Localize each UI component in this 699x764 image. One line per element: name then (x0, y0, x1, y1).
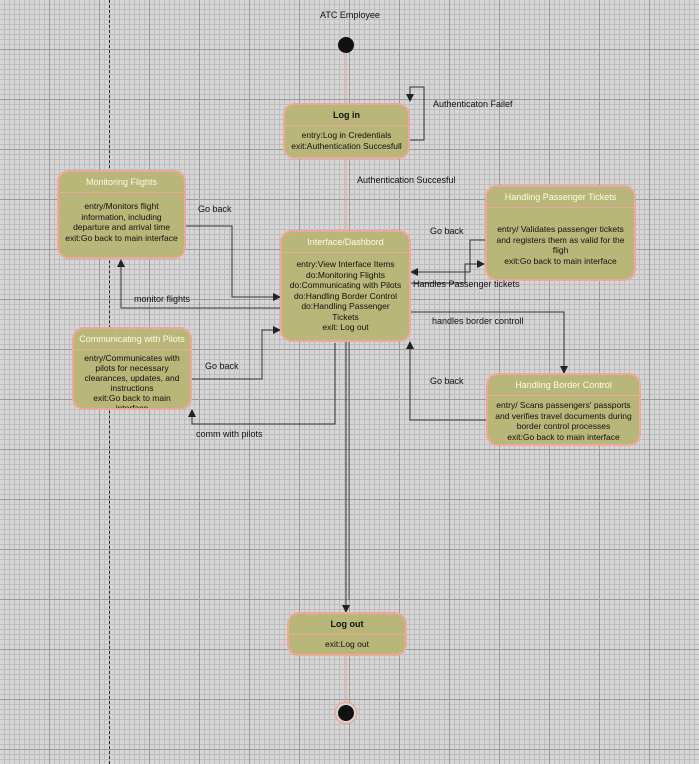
state-monitoring-flights[interactable]: Monitoring Flights entry/Monitors flight… (57, 170, 186, 259)
state-communicating-with-pilots-title: Communicating with Pilots (74, 329, 190, 350)
state-interface-dashboard-title: Interface/Dashbord (282, 232, 409, 253)
state-log-out-body: exit:Log out (325, 639, 369, 649)
label-border-go-back: Go back (430, 376, 464, 386)
label-comm-with-pilots: comm with pilots (196, 429, 263, 439)
label-tickets-go-back: Go back (430, 226, 464, 236)
state-handling-passenger-tickets-title: Handling Passenger Tickets (487, 187, 634, 208)
state-log-out-title: Log out (289, 614, 405, 635)
label-handles-border: handles border controll (432, 316, 524, 326)
label-auth-success: Authentication Succesful (357, 175, 456, 185)
state-log-in-title: Log in (285, 105, 408, 126)
label-handles-tickets: Handles Passenger tickets (413, 279, 520, 289)
swimlane-title: ATC Employee (320, 10, 380, 20)
label-monitor-flights: monitor flights (134, 294, 191, 304)
state-interface-dashboard-body: entry:View Interface Items do:Monitoring… (289, 259, 402, 332)
state-handling-passenger-tickets-body: entry/ Validates passenger tickets and r… (496, 224, 625, 266)
state-interface-dashboard[interactable]: Interface/Dashbord entry:View Interface … (280, 230, 411, 342)
state-log-in-body: entry:Log in Credentials exit:Authentica… (291, 130, 402, 151)
state-communicating-with-pilots[interactable]: Communicating with Pilots entry/Communic… (72, 327, 192, 410)
wire-comm-with-pilots (188, 343, 336, 425)
state-log-out[interactable]: Log out exit:Log out (287, 612, 407, 656)
state-handling-passenger-tickets[interactable]: Handling Passenger Tickets entry/ Valida… (485, 185, 636, 281)
state-log-in[interactable]: Log in entry:Log in Credentials exit:Aut… (283, 103, 410, 159)
wire-auth-failed (405, 86, 425, 141)
wire-handles-tickets (411, 260, 485, 284)
label-pilots-go-back: Go back (205, 361, 239, 371)
initial-node[interactable] (338, 37, 354, 53)
state-handling-border-control-body: entry/ Scans passengers' passports and v… (495, 400, 632, 442)
state-communicating-with-pilots-body: entry/Communicates with pilots for neces… (84, 353, 180, 410)
wire-handles-border (411, 311, 568, 374)
wire-tickets-go-back (410, 239, 486, 276)
state-monitoring-flights-title: Monitoring Flights (59, 172, 184, 193)
wire-monitoring-go-back (186, 225, 281, 301)
label-auth-failed: Authenticaton Failef (433, 99, 513, 109)
wire-monitor-flights (117, 259, 280, 309)
state-handling-border-control-title: Handling Border Control (488, 375, 639, 396)
wire-border-go-back (406, 341, 486, 421)
state-monitoring-flights-body: entry/Monitors flight information, inclu… (65, 201, 178, 243)
wire-pilots-go-back (192, 326, 281, 380)
label-monitoring-go-back: Go back (198, 204, 232, 214)
state-handling-border-control[interactable]: Handling Border Control entry/ Scans pas… (486, 373, 641, 446)
final-node[interactable] (338, 705, 354, 721)
